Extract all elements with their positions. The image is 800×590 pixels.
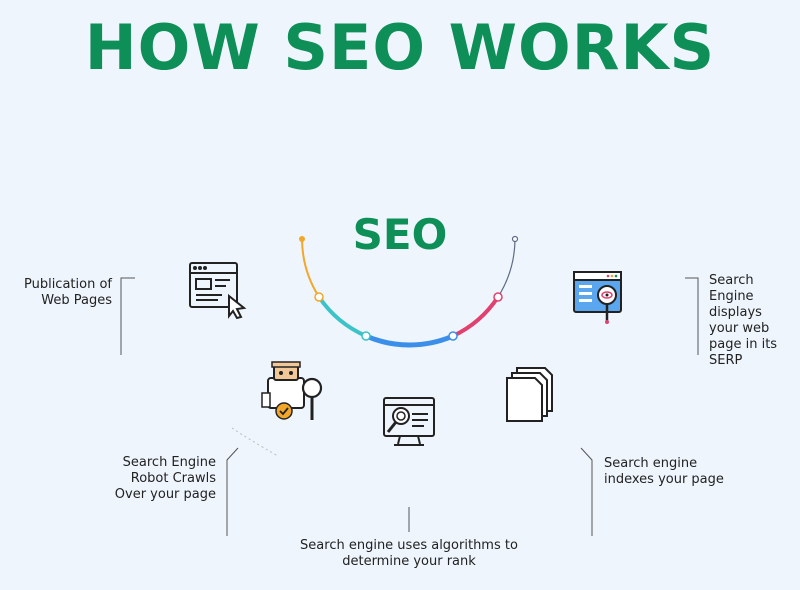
step-text-serp: Search Engine displays your web page in … [709, 273, 778, 368]
arc-node-3 [448, 331, 458, 341]
stacked-documents-icon [506, 367, 553, 422]
connector-publication [120, 277, 135, 355]
connector-serp [685, 277, 699, 355]
arc-segment-teal [317, 295, 367, 338]
web-page-cursor-icon [189, 262, 247, 320]
connector-crawl [226, 447, 239, 536]
browser-search-icon [573, 271, 622, 324]
seo-center-label: SEO [352, 210, 448, 259]
connector-index [580, 447, 593, 536]
arc-node-4 [493, 292, 503, 302]
arc-node-1 [314, 292, 324, 302]
arc-node-2 [361, 331, 371, 341]
arc-segment-blue [365, 333, 454, 348]
arc-segment-pink [452, 295, 500, 338]
step-text-crawl: Search Engine Robot Crawls Over your pag… [114, 455, 216, 502]
step-text-algorithms: Search engine uses algorithms to determi… [300, 538, 518, 569]
process-arc [299, 235, 519, 348]
step-text-publication: Publication of Web Pages [23, 277, 112, 308]
monitor-search-icon [383, 397, 435, 446]
robot-magnifier-icon [231, 361, 323, 457]
step-text-index: Search engine indexes your page [604, 456, 724, 487]
arc-segment-orange [301, 238, 320, 298]
arc-segment-gray [497, 238, 516, 298]
arc-node-end [511, 235, 519, 243]
connectors [120, 277, 699, 536]
page-title: HOW SEO WORKS [84, 11, 716, 84]
arc-node-start [299, 236, 305, 242]
